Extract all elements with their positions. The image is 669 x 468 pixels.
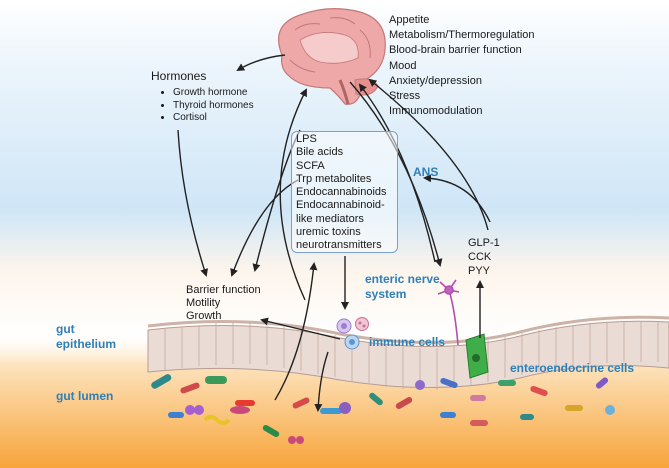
brain [278,8,386,105]
mediator-item: SCFA [296,159,325,172]
brain-function: Appetite [389,14,430,26]
gut-lumen-label: gut lumen [56,389,114,403]
brain-function: Metabolism/Thermoregulation [389,29,535,42]
brain-function: Immunomodulation [389,105,483,118]
gut-epithelium-label-line1: gut [56,322,75,336]
enteroendocrine-label: enteroendocrine cells [510,361,635,375]
hormone-item: Thyroid hormones [173,100,254,113]
enteric-nerve-label-line2: system [365,287,407,301]
mediator-item: Bile acids [296,146,344,159]
enteric-nerve-label-line1: enteric nerve [365,272,440,286]
brain-function: Stress [389,90,421,103]
mediators-list: LPS Bile acids SCFA Trp metabolites Endo… [296,133,387,253]
mediator-item: like mediators [296,212,364,225]
barrier-effects-list: Barrier function Motility Growth [186,284,261,323]
hormones-block: Hormones Growth hormone Thyroid hormones… [151,69,254,125]
gut-hormones-list: GLP-1 CCK PYY [468,236,500,278]
mediator-item: Trp metabolites [296,172,372,185]
brain-function: Blood-brain barrier function [389,44,522,57]
hormone-item: Growth hormone [173,87,254,100]
brain-function: Anxiety/depression [389,74,482,87]
gut-hormone: CCK [468,251,492,263]
gut-epithelium [147,315,669,390]
hormone-item: Cortisol [173,112,254,125]
brain-function: Mood [389,59,417,72]
enteric-neuron [437,279,460,346]
pathway-arrows [177,54,491,412]
immune-cells [336,317,369,350]
barrier-effect: Growth [186,310,222,322]
barrier-effect: Barrier function [186,284,261,296]
mediators-box [291,131,398,253]
enteroendocrine-cell [465,333,489,379]
gut-epithelium-label-line2: epithelium [56,337,117,351]
mediator-item: Endocannabinoid- [296,199,385,212]
gut-hormone: PYY [468,265,491,277]
mediator-item: uremic toxins [296,226,361,239]
hormones-title: Hormones [151,69,207,83]
immune-cells-label: immune cells [369,335,446,349]
gut-hormone: GLP-1 [468,237,500,249]
brain-functions-list: Appetite Metabolism/Thermoregulation Blo… [389,13,535,119]
barrier-effect: Motility [186,297,221,309]
mediator-item: Endocannabinoids [296,186,387,199]
ans-label: ANS [413,165,439,179]
hormones-list: Growth hormone Thyroid hormones Cortisol [151,87,254,125]
gut-bacteria [151,374,615,444]
mediator-item: neurotransmitters [296,239,382,252]
mediator-item: LPS [296,133,317,145]
